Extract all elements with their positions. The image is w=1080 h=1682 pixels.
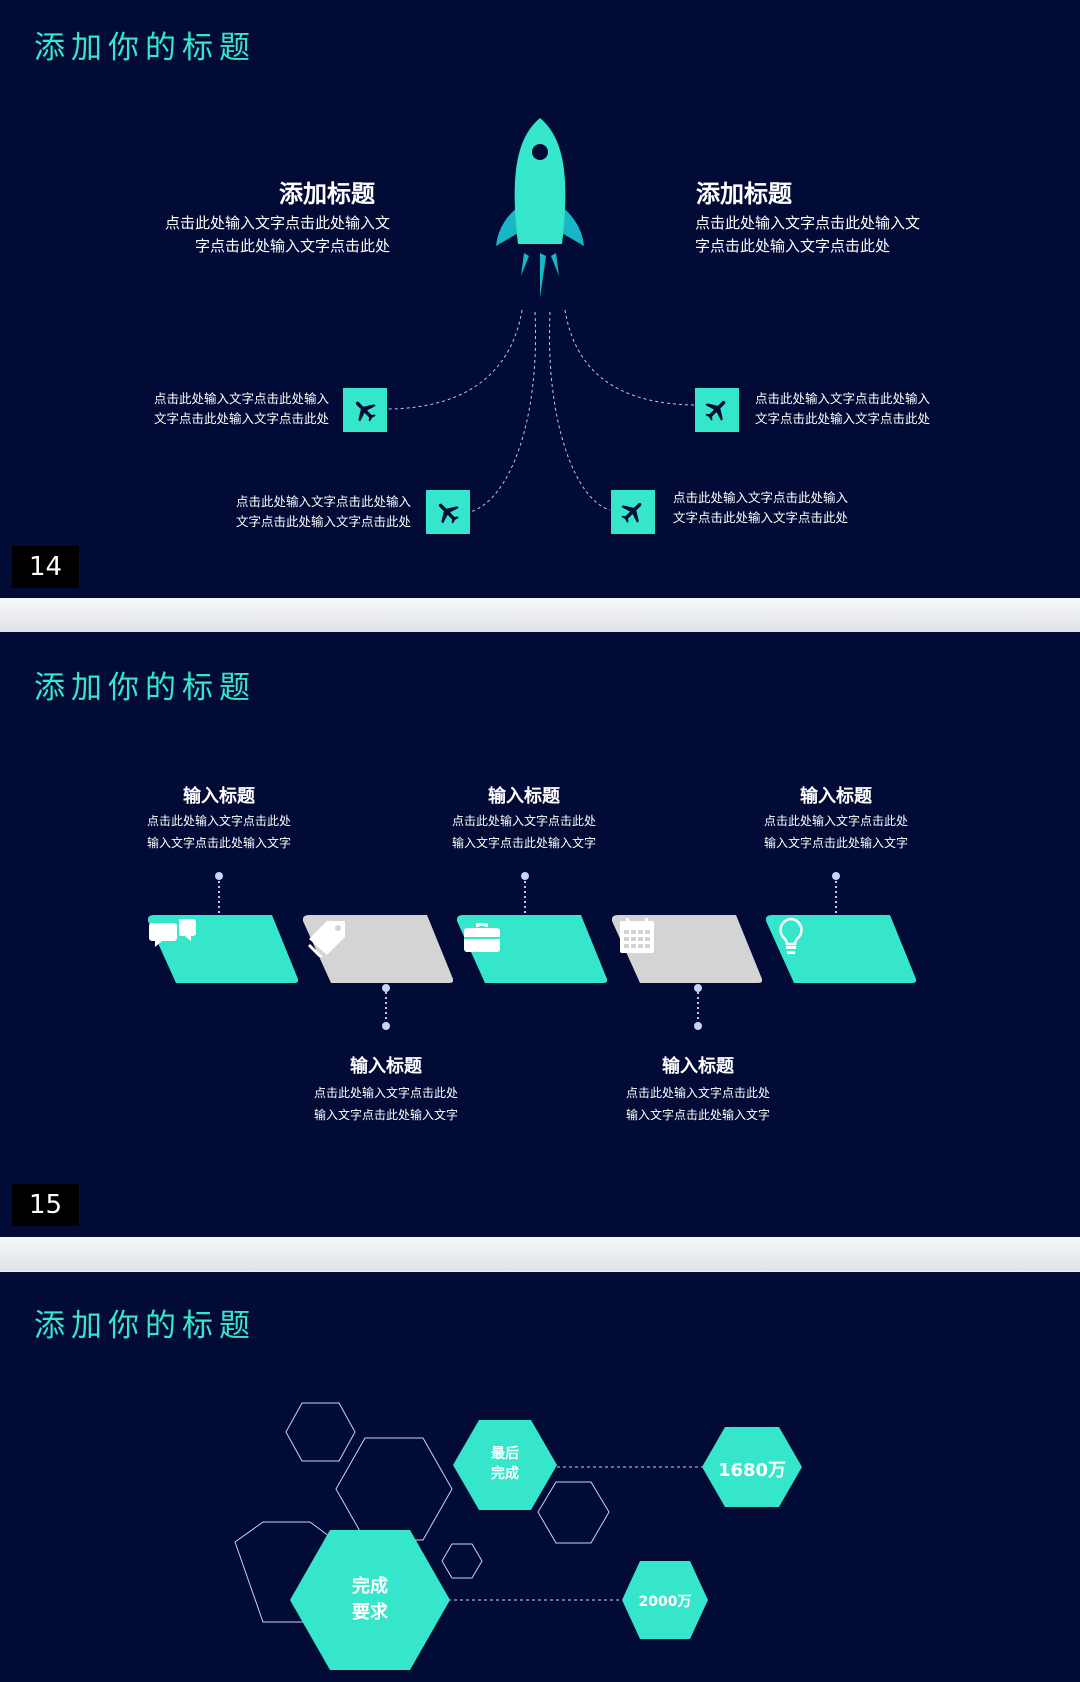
left-block-text: 点击此处输入文字点击此处输入文字点击此处输入文字点击此处 <box>164 214 390 255</box>
step-4-text: 点击此处输入文字点击此处输入文字点击此处输入文字 <box>625 1086 770 1122</box>
left-block-heading: 添加标题 <box>279 180 375 208</box>
rocket-graphic <box>496 118 584 298</box>
item-3-text: 点击此处输入文字点击此处输入文字点击此处输入文字点击此处 <box>235 494 411 529</box>
item-1-text: 点击此处输入文字点击此处输入文字点击此处输入文字点击此处 <box>153 391 329 426</box>
slide-14: 添加你的标题 添加标题 点击此处输入文字点击此处输入文字点击此处输入文字点击此处… <box>0 0 1080 598</box>
slide-16: 添加你的标题 最后完成 1680万 完成要求 2000万 <box>0 1272 1080 1682</box>
lightbulb-icon <box>779 917 803 954</box>
slide-title: 添加你的标题 <box>34 670 256 706</box>
step-4-heading: 输入标题 <box>662 1056 734 1077</box>
calendar-icon <box>620 918 654 953</box>
item-4-text: 点击此处输入文字点击此处输入文字点击此处输入文字点击此处 <box>673 490 849 525</box>
step-5-text: 点击此处输入文字点击此处输入文字点击此处输入文字 <box>763 814 908 850</box>
item-2-text: 点击此处输入文字点击此处输入文字点击此处输入文字点击此处 <box>755 391 931 426</box>
right-block-heading: 添加标题 <box>696 180 792 208</box>
step-5-heading: 输入标题 <box>800 786 872 807</box>
slide-15: 添加你的标题 输入标题 点击此处输入文字点击此处输入文字点击此处输入文字 输入标… <box>0 632 1080 1237</box>
chat-icon <box>149 919 196 947</box>
item-1-plane-box <box>343 388 387 432</box>
page-number: 15 <box>12 1184 79 1226</box>
hex-final-label: 最后完成 <box>491 1446 519 1482</box>
step-4-shape <box>612 915 762 983</box>
airplane-icon <box>438 503 459 524</box>
slide-title: 添加你的标题 <box>34 1308 256 1344</box>
slide-title: 添加你的标题 <box>34 30 256 66</box>
step-3-text: 点击此处输入文字点击此处输入文字点击此处输入文字 <box>451 814 596 850</box>
step-2-shape <box>303 915 453 983</box>
briefcase-icon <box>464 923 500 952</box>
step-5-shape <box>766 915 916 983</box>
airplane-icon <box>355 401 376 422</box>
hex-value-2: 2000万 <box>638 1594 692 1610</box>
airplane-icon <box>621 502 642 523</box>
step-1-heading: 输入标题 <box>183 786 255 807</box>
page-number: 14 <box>12 546 79 588</box>
step-1-text: 点击此处输入文字点击此处输入文字点击此处输入文字 <box>146 814 291 850</box>
right-block-text: 点击此处输入文字点击此处输入文字点击此处输入文字点击此处 <box>695 214 921 255</box>
step-2-text: 点击此处输入文字点击此处输入文字点击此处输入文字 <box>313 1086 458 1122</box>
step-connectors <box>215 872 840 1030</box>
tag-icon <box>307 921 345 957</box>
hex-required-label: 完成要求 <box>352 1576 388 1623</box>
slide-gap <box>0 1237 1080 1271</box>
item-4-plane-box <box>611 490 655 534</box>
item-3-plane-box <box>426 490 470 534</box>
airplane-icon <box>705 400 726 421</box>
flight-paths <box>387 309 696 513</box>
slide-gap <box>0 598 1080 632</box>
step-3-shape <box>457 915 607 983</box>
hexagon-cluster <box>234 1402 802 1670</box>
step-2-heading: 输入标题 <box>350 1056 422 1077</box>
hex-value-1: 1680万 <box>717 1460 787 1481</box>
step-3-heading: 输入标题 <box>488 786 560 807</box>
step-1-shape <box>148 915 298 983</box>
item-2-plane-box <box>695 388 739 432</box>
